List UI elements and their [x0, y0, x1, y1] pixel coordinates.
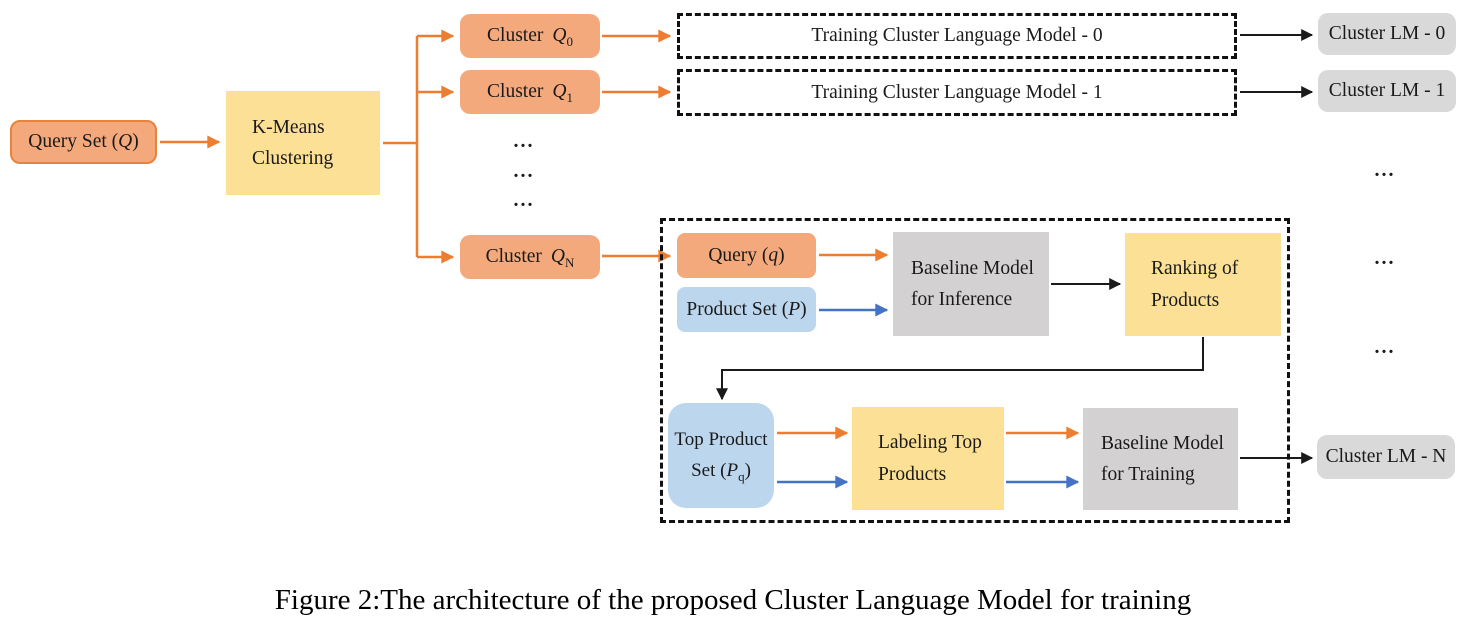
node-baseline-model-training: Baseline Model for Training	[1083, 408, 1238, 510]
node-labeling-top-products: Labeling Top Products	[852, 407, 1004, 510]
node-cluster-lm-n: Cluster LM - N	[1317, 435, 1455, 479]
ellipsis-lms-1: ...	[1374, 159, 1396, 181]
node-text: Query Set (Q)	[28, 131, 139, 153]
ellipsis-clusters-1: ...	[513, 130, 535, 152]
node-text: Cluster LM - 0	[1328, 23, 1446, 45]
ellipsis-clusters-2: ...	[513, 160, 535, 182]
node-text: Cluster LM - 1	[1328, 80, 1446, 102]
node-text: Baseline Model for Training	[1101, 432, 1224, 485]
ellipsis-lms-3: ...	[1374, 336, 1396, 358]
node-product-set: Product Set (P)	[677, 287, 816, 332]
node-query-set: Query Set (Q)	[10, 120, 157, 164]
node-text: Labeling Top Products	[878, 432, 982, 485]
node-text: Ranking of Products	[1151, 258, 1239, 311]
node-cluster-lm-1: Cluster LM - 1	[1318, 70, 1456, 112]
figure-caption: Figure 2:The architecture of the propose…	[274, 584, 1192, 616]
ellipsis-lms-2: ...	[1374, 247, 1396, 269]
node-text: Query (q)	[708, 244, 785, 266]
box-training-cluster-lm-0: Training Cluster Language Model - 0	[677, 13, 1237, 59]
node-text: Baseline Model for Inference	[911, 257, 1034, 310]
box-training-cluster-lm-1: Training Cluster Language Model - 1	[677, 69, 1237, 116]
ellipsis-clusters-3: ...	[513, 189, 535, 211]
node-text: Product Set (P)	[686, 298, 807, 320]
node-query-q: Query (q)	[677, 233, 816, 278]
node-text: Cluster LM - N	[1325, 446, 1447, 468]
node-text: K-Means Clustering	[252, 116, 334, 169]
node-ranking-of-products: Ranking of Products	[1125, 233, 1281, 336]
node-text: Training Cluster Language Model - 0	[811, 25, 1103, 46]
box-training-pipeline-n	[660, 218, 1290, 523]
node-baseline-model-inference: Baseline Model for Inference	[893, 232, 1049, 336]
node-kmeans-clustering: K-Means Clustering	[226, 91, 380, 195]
node-cluster-lm-0: Cluster LM - 0	[1318, 13, 1456, 55]
node-text: Training Cluster Language Model - 1	[811, 81, 1103, 103]
